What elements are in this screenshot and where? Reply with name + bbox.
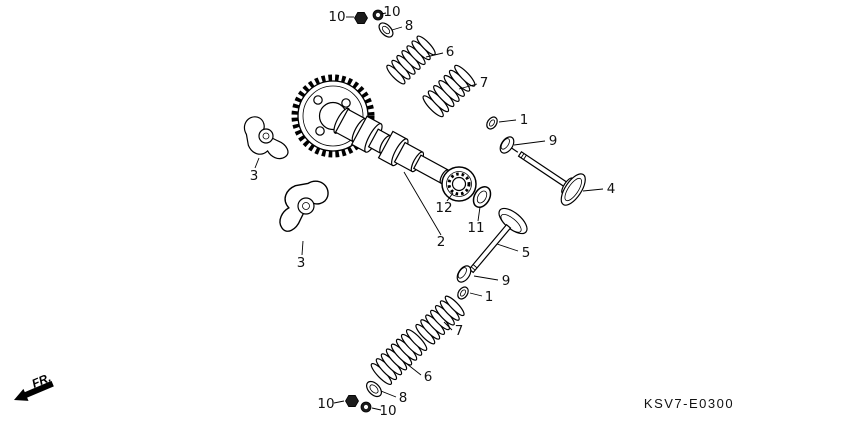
leader-line [446,192,454,202]
rocker-arm-lower [273,178,335,234]
leader-line [469,292,483,297]
leader-line [254,157,260,169]
part-number-label: 10 [328,9,345,25]
leader-line [473,275,499,281]
valve-nut-bottom [345,395,359,407]
leader-line [380,390,397,398]
leader-line [425,52,444,58]
part-number-label: 12 [435,200,452,216]
leader-line [582,188,604,192]
part-number-label: 10 [317,396,334,412]
part-number-label: 6 [446,44,455,60]
valve-washer-top [372,9,384,21]
leader-line [406,363,422,376]
leader-line [403,171,442,236]
part-number-label: 7 [480,75,489,91]
valve-spring-outer-top [422,64,476,118]
valve-washer-bottom [360,401,372,413]
part-number-label: 5 [522,245,531,261]
leader-line [498,119,517,123]
part-number-label: 4 [607,181,616,197]
leader-line [513,140,546,146]
fr-label: FR. [30,370,53,390]
part-number-label: 10 [383,4,400,20]
part-number-label: 11 [467,220,484,236]
leader-line [443,321,453,331]
leader-line [380,12,387,15]
intake-valve [517,151,586,206]
ball-bearing [441,166,477,202]
thrust-washer [472,186,492,208]
leader-line [496,243,519,252]
spring-seat-small-bottom [457,286,469,300]
leader-line [458,83,478,90]
part-number-label: 8 [405,18,414,34]
valve-seal-bottom [456,265,472,283]
part-number-label: 9 [502,273,511,289]
leader-line [477,206,481,222]
spring-seat-small-top [486,116,498,130]
rocker-arm-upper [242,111,290,165]
spring-retainer-bottom [366,380,382,398]
valve-seal-top [499,136,519,154]
part-number-label: 3 [297,255,306,271]
leader-line [301,240,304,256]
valve-nut-top [354,12,368,24]
valve-spring-inner-bottom [370,328,428,386]
part-number-label: 6 [424,369,433,385]
valve-spring-inner-top [386,35,436,85]
part-number-label: 2 [437,234,446,250]
part-number-label: 1 [520,112,529,128]
leader-line [333,400,345,404]
leader-line [371,407,382,411]
part-number-label: 3 [250,168,259,184]
part-number-label: 7 [455,323,464,339]
part-number-label: 1 [485,289,494,305]
part-number-label: 9 [549,133,558,149]
valve-spring-outer-bottom [415,295,465,345]
leader-line [391,26,403,31]
spring-retainer-top [378,22,394,38]
diagram-code: KSV7-E0300 [644,396,734,411]
fr-direction-arrow [14,380,54,401]
part-number-label: 10 [379,403,396,419]
part-number-label: 8 [399,390,408,406]
